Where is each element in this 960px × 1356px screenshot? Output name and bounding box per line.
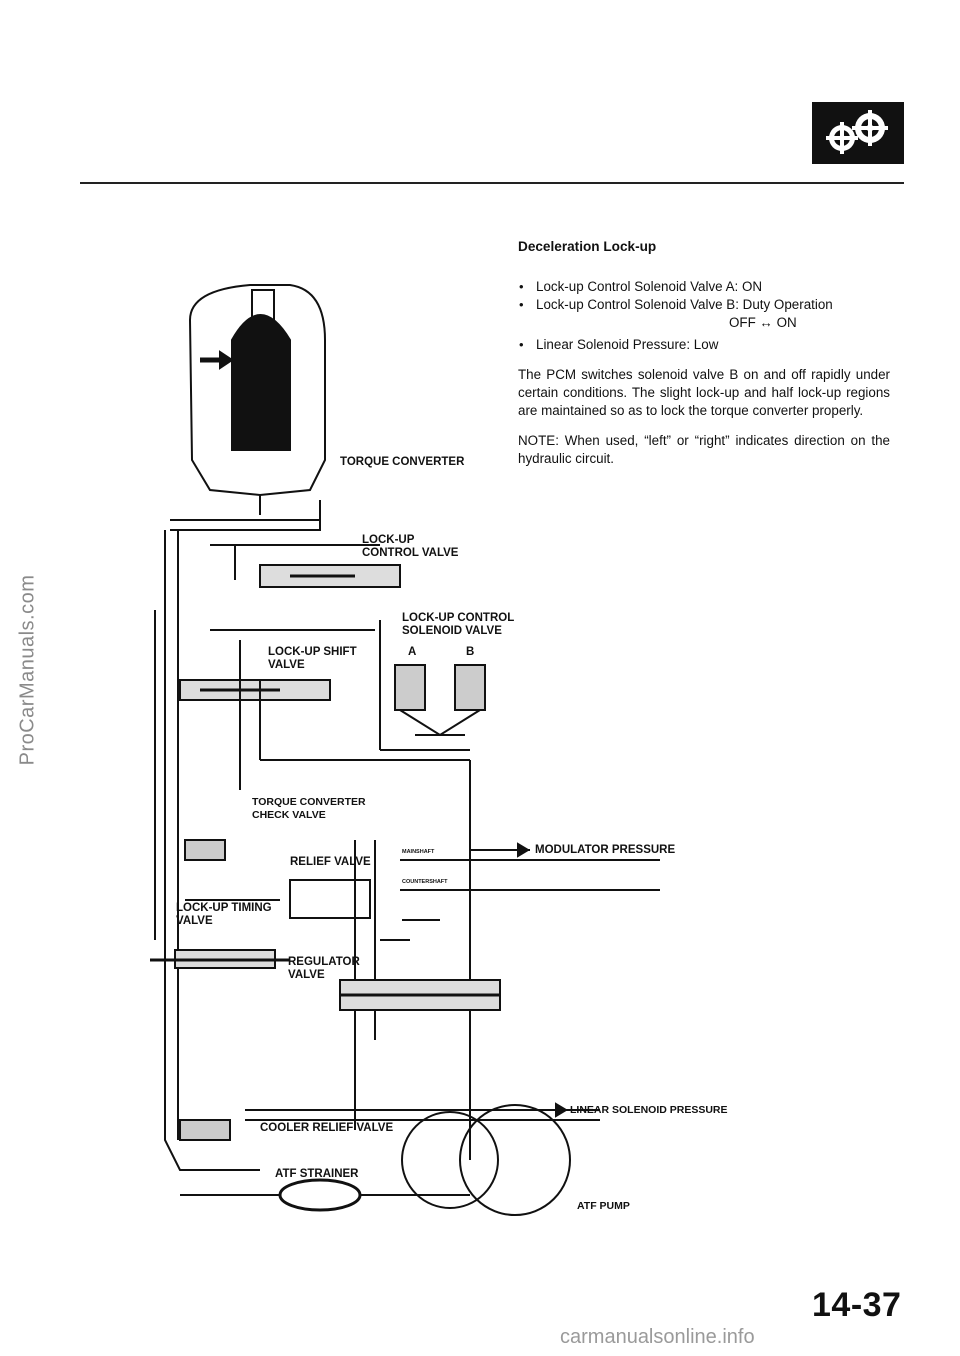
label-regulator-valve: REGULATOR VALVE: [288, 956, 360, 981]
label-countershaft: COUNTERSHAFT: [402, 879, 448, 885]
label-atf-pump: ATF PUMP: [577, 1200, 630, 1212]
solenoid-a-body: [394, 664, 426, 711]
status-list-2: Linear Solenoid Pressure: Low: [518, 336, 890, 354]
label-mainshaft: MAINSHAFT: [402, 849, 435, 855]
label-lockup-control-valve: LOCK-UP CONTROL VALVE: [362, 534, 459, 559]
label-solenoid-a: A: [408, 646, 417, 658]
bullet-linear-solenoid: Linear Solenoid Pressure: Low: [518, 336, 890, 354]
header-rule: [80, 182, 904, 184]
label-lockup-shift-valve: LOCK-UP SHIFT VALVE: [268, 646, 357, 671]
atf-pump-gear-left: [401, 1111, 499, 1209]
text-column: Deceleration Lock-up Lock-up Control Sol…: [518, 238, 890, 468]
cooler-relief-valve-body: [179, 1119, 231, 1141]
hydraulic-circuit-diagram: TORQUE CONVERTER LOCK-UP CONTROL VALVE L…: [140, 280, 780, 1230]
relief-valve-body: [289, 879, 371, 919]
torque-converter-housing: [188, 284, 326, 497]
atf-strainer-body: [278, 1178, 362, 1212]
circuit-drawing: [150, 284, 660, 1216]
label-solenoid-b: B: [466, 646, 475, 658]
label-modulator-pressure: MODULATOR PRESSURE: [535, 844, 676, 856]
description-paragraph: The PCM switches solenoid valve B on and…: [518, 367, 890, 418]
torque-converter-rotor: [231, 314, 291, 451]
label-linear-solenoid-pressure: LINEAR SOLENOID PRESSURE: [570, 1104, 728, 1116]
bullet-solenoid-a: Lock-up Control Solenoid Valve A: ON: [518, 278, 890, 296]
note-paragraph: NOTE: When used, “left” or “right” indic…: [518, 433, 890, 466]
label-atf-strainer: ATF STRAINER: [275, 1168, 359, 1180]
label-lockup-timing-valve: LOCK-UP TIMING VALVE: [176, 902, 272, 927]
label-lockup-control-solenoid-valve: LOCK-UP CONTROL SOLENOID VALVE: [402, 612, 515, 637]
page-number: 14-37: [812, 1286, 902, 1324]
solenoid-b-body: [454, 664, 486, 711]
check-valve-body: [184, 839, 226, 861]
label-torque-converter: TORQUE CONVERTER: [340, 456, 465, 468]
label-relief-valve: RELIEF VALVE: [290, 856, 371, 868]
gear-section-icon: [812, 102, 904, 164]
footer-watermark: carmanualsonline.info: [560, 1326, 755, 1348]
label-cooler-relief-valve: COOLER RELIEF VALVE: [260, 1122, 394, 1134]
sidebar-watermark: ProCarManuals.com: [16, 574, 39, 766]
label-torque-converter-check-valve: TORQUE CONVERTER CHECK VALVE: [252, 796, 366, 821]
converter-cap: [251, 289, 275, 327]
duty-cycle-note: OFF ↔ ON: [729, 315, 797, 330]
section-heading: Deceleration Lock-up: [518, 239, 657, 254]
status-list: Lock-up Control Solenoid Valve A: ON Loc…: [518, 278, 890, 314]
atf-pump-gear-right: [459, 1104, 571, 1216]
bullet-solenoid-b: Lock-up Control Solenoid Valve B: Duty O…: [518, 296, 890, 314]
